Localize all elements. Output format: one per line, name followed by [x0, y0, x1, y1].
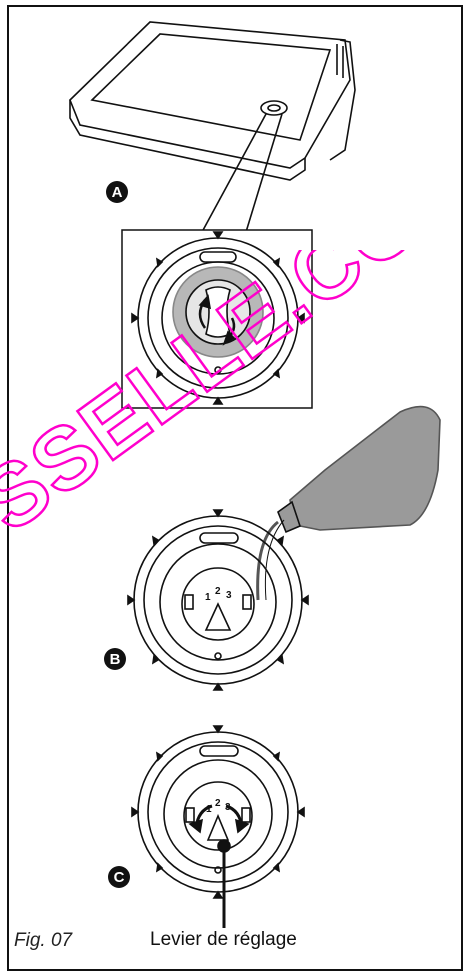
bottle-neck	[277, 500, 301, 534]
dial-screw	[214, 366, 222, 374]
dial-c-number-3: 3	[225, 802, 231, 813]
dial-b-ring-3	[159, 543, 277, 661]
dial-c-pointer	[206, 813, 230, 841]
dial-ring-2	[147, 247, 289, 389]
bottle-stream-edge	[264, 519, 285, 601]
zoom-leader-right	[245, 113, 283, 233]
dial-b-number-2: 2	[215, 586, 221, 597]
rotate-arrow-left-head	[198, 294, 212, 310]
dial-b-notches	[127, 509, 309, 691]
lid-cap-inner	[267, 104, 281, 112]
dial-b-clip-right	[242, 594, 252, 610]
dial-c-clip-right	[241, 807, 251, 823]
step-b-badge: B	[104, 648, 126, 670]
tank-lid-inner	[90, 33, 332, 141]
dial-b-number-3: 3	[226, 590, 232, 601]
dial-b-screw	[214, 652, 222, 660]
section-a-dial	[131, 231, 305, 405]
zoom-leader-left	[201, 113, 267, 233]
section-a-tank-lid	[69, 21, 356, 233]
dial-b-pointer	[204, 602, 232, 631]
dial-c-screw	[214, 866, 222, 874]
bottle	[289, 405, 441, 531]
tank-side	[329, 39, 356, 161]
rotate-arrow-right-head	[222, 330, 236, 346]
lever-label: Levier de réglage	[150, 929, 297, 950]
section-b: 1 2 3	[127, 405, 441, 691]
dial-slot-top	[199, 251, 237, 263]
dial-notches	[131, 231, 305, 405]
dial-c-ring-3	[163, 759, 273, 869]
figure-label: Fig. 07	[14, 930, 73, 951]
dial-c-slot	[199, 745, 239, 757]
tank-lid-outline	[69, 21, 351, 169]
page-frame	[7, 5, 463, 971]
dial-b-ring	[143, 525, 293, 675]
step-a-badge: A	[106, 181, 128, 203]
section-c: 1 2 3	[131, 725, 305, 928]
dial-b-slot	[199, 532, 239, 544]
dial-c-number-1: 1	[206, 804, 212, 815]
dial-b-clip-left	[184, 594, 194, 610]
lid-cap	[260, 100, 288, 116]
dial-c-notches	[131, 725, 305, 899]
bottle-stream	[256, 520, 279, 601]
dial-c-clip-left	[185, 807, 195, 823]
tank-handle	[336, 44, 344, 78]
tank-lid-rim	[69, 100, 306, 181]
step-c-badge: C	[108, 866, 130, 888]
dial-c-number-2: 2	[215, 798, 221, 809]
dial-b-number-1: 1	[205, 592, 211, 603]
cap-grip	[205, 286, 231, 338]
lever-arrow-left-head	[188, 818, 204, 834]
lever-arrow-right-head	[234, 818, 250, 834]
dial-c-ring	[147, 741, 289, 883]
